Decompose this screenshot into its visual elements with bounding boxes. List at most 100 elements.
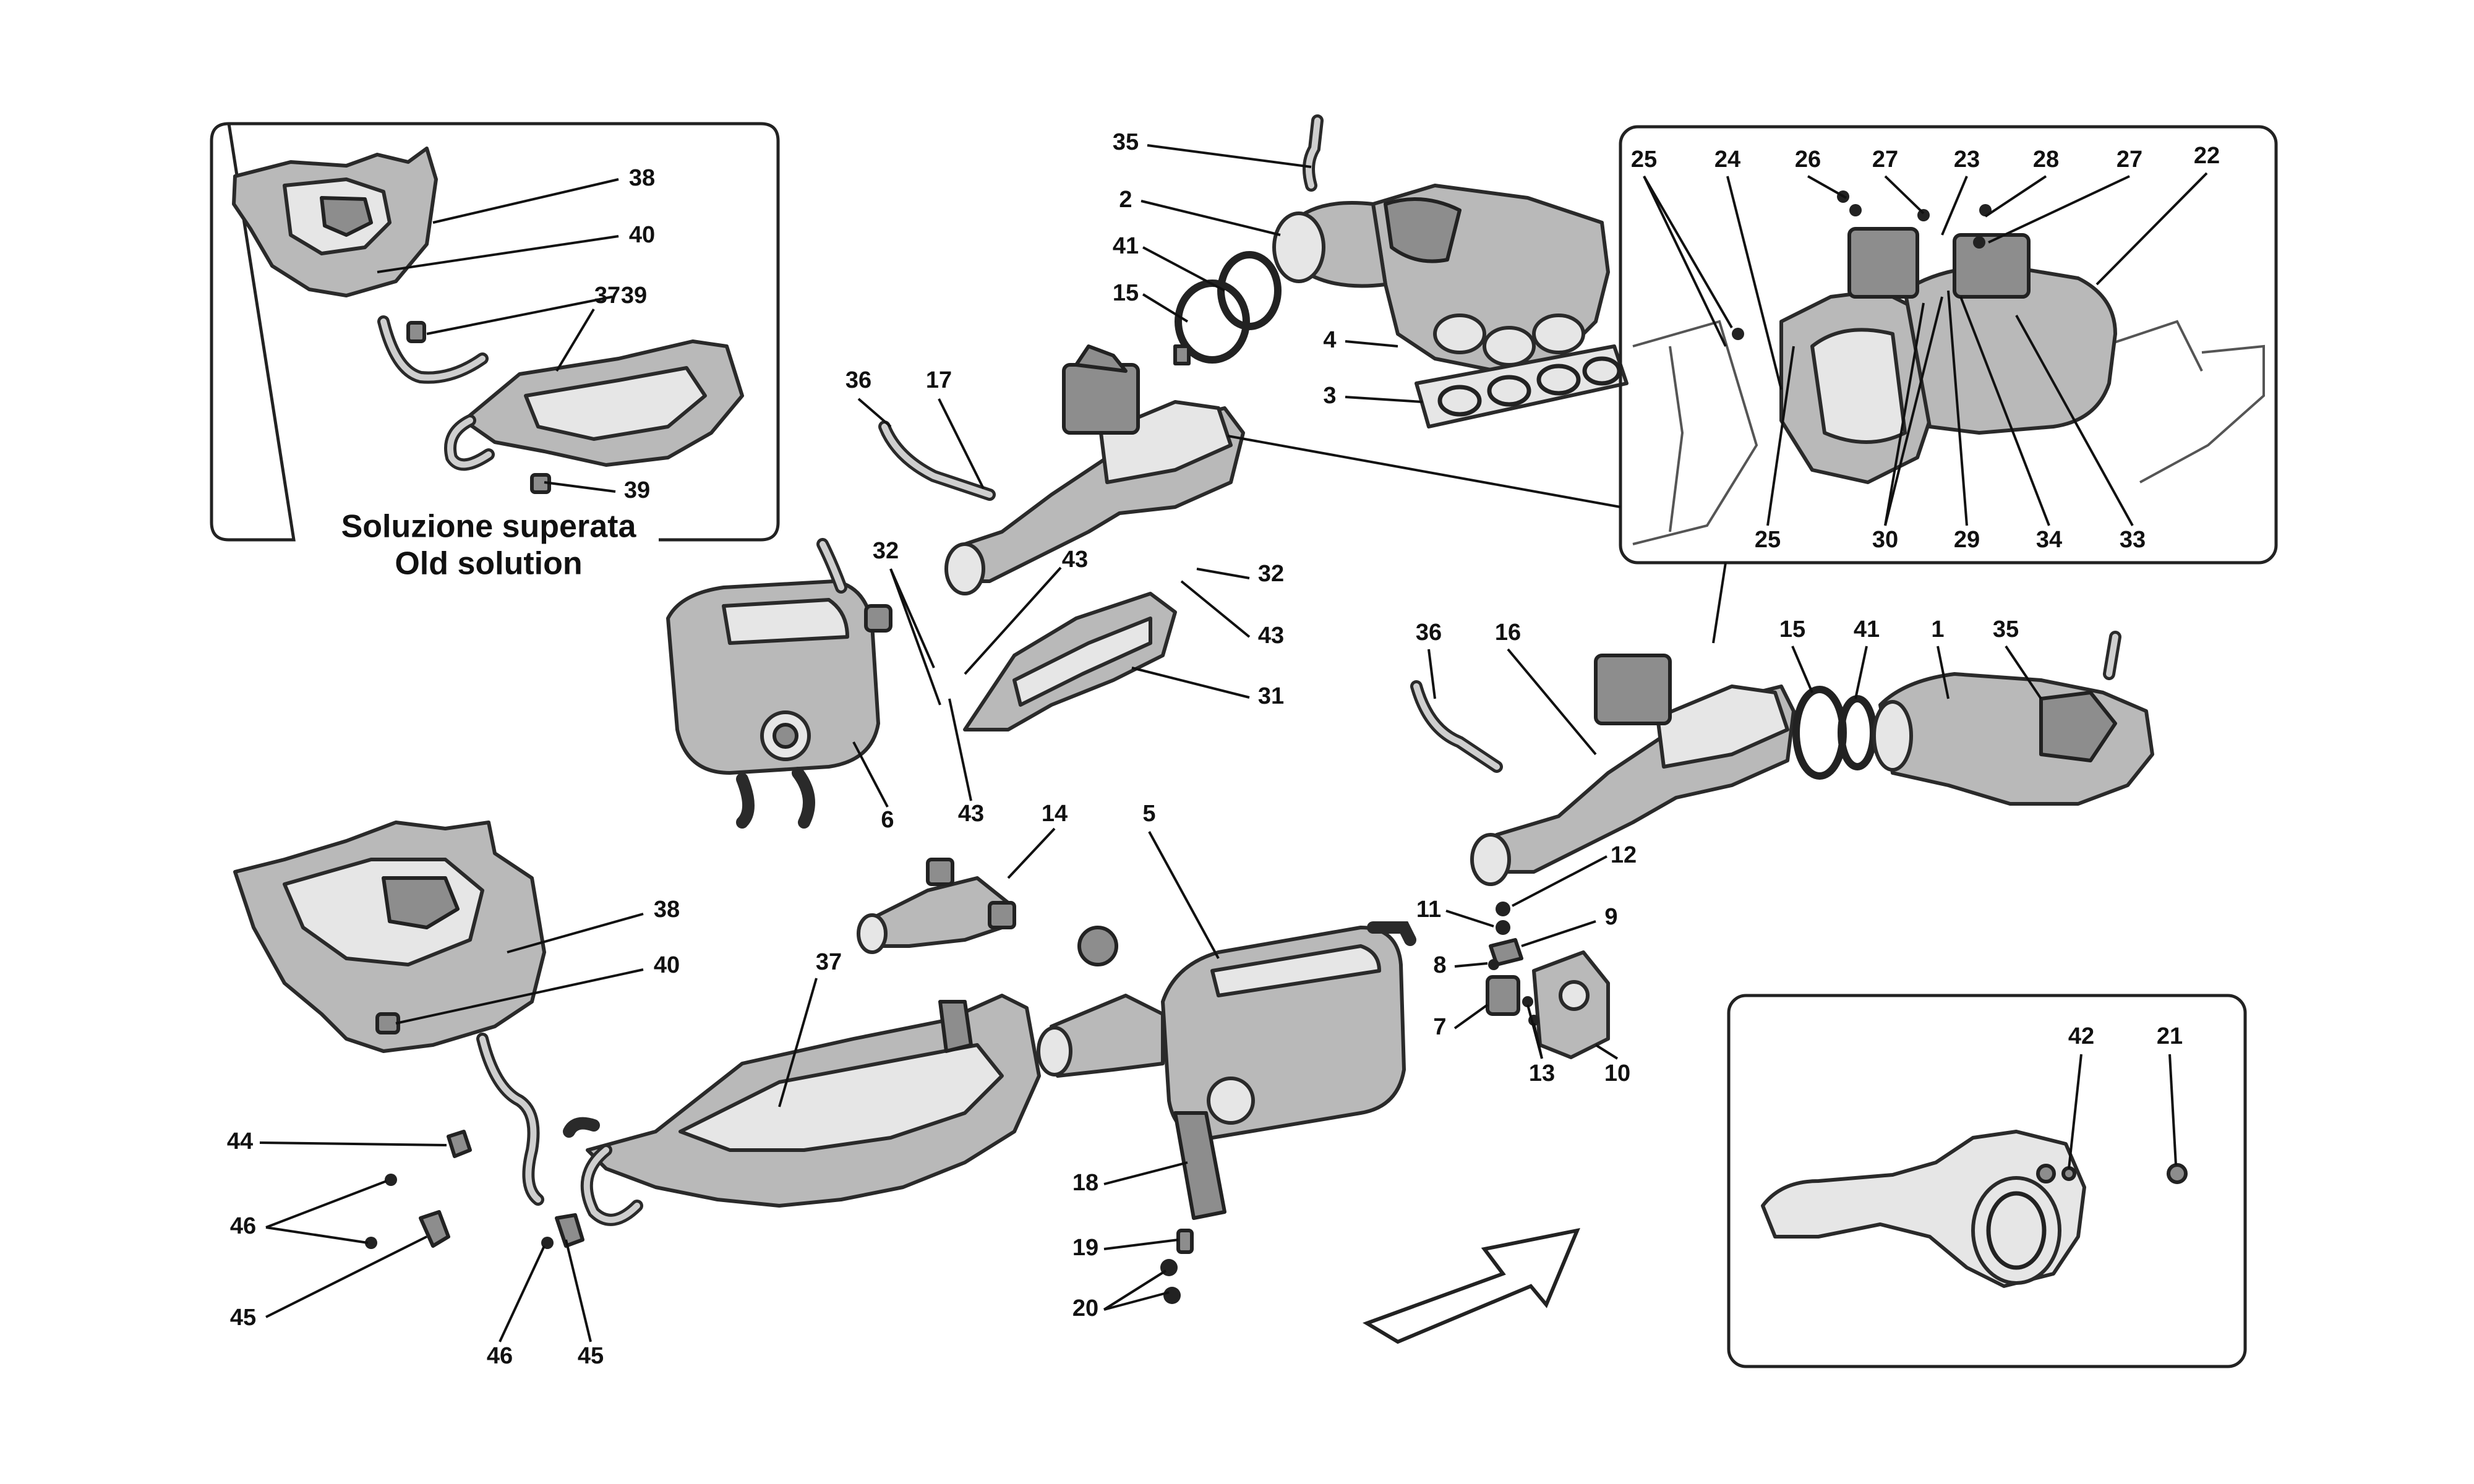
callout-27: 27: [1872, 147, 1898, 173]
callout-19: 19: [1072, 1235, 1098, 1261]
clamp-15-right: [1792, 686, 1847, 780]
silencer-5: [1037, 921, 1416, 1140]
callout-12: 12: [1611, 842, 1637, 868]
callout-32: 32: [1258, 561, 1284, 587]
callout-5: 5: [1142, 801, 1155, 827]
callout-37: 37: [594, 283, 620, 309]
silencer-6: [666, 538, 892, 829]
callout-43: 43: [958, 801, 984, 827]
heat-shield-31: [963, 592, 1177, 731]
mounting-detail-inset: [1619, 125, 2278, 565]
callout-38: 38: [629, 165, 655, 191]
mounting-detail-frame: [1619, 125, 2278, 565]
callout-26: 26: [1795, 147, 1821, 173]
callout-4: 4: [1323, 327, 1336, 353]
old-heat-shield-38: [232, 147, 438, 297]
callout-28: 28: [2033, 147, 2059, 173]
callout-23: 23: [1954, 147, 1980, 173]
catalytic-converter-17: [944, 344, 1245, 595]
callout-30: 30: [1872, 527, 1898, 553]
callout-40: 40: [654, 952, 680, 978]
callout-25: 25: [1631, 147, 1657, 173]
bracket-10: [1532, 950, 1610, 1059]
bracket-18: [1173, 1111, 1226, 1220]
callout-35: 35: [1993, 616, 2019, 642]
washer-12: [1496, 902, 1510, 916]
callout-14: 14: [1042, 801, 1068, 827]
callout-15: 15: [1113, 280, 1139, 306]
old-solution-caption-en: Old solution: [395, 546, 582, 582]
callout-44: 44: [227, 1128, 253, 1154]
stud-detail-frame: [1727, 994, 2247, 1368]
cable-40: [476, 1033, 600, 1206]
callout-6: 6: [881, 807, 894, 833]
callout-1: 1: [1931, 616, 1944, 642]
callout-45: 45: [230, 1305, 256, 1331]
callout-27: 27: [2117, 147, 2142, 173]
exhaust-manifold-4: [1371, 184, 1610, 373]
callout-8: 8: [1433, 952, 1446, 978]
callout-16: 16: [1495, 620, 1521, 646]
screws-46-left: [365, 1174, 397, 1249]
lambda-sensor-36-right: [1410, 680, 1503, 773]
callout-13: 13: [1529, 1060, 1555, 1086]
lambda-sensor-35-top: [1303, 114, 1324, 192]
clip-45-right: [555, 1213, 584, 1248]
manifold-1: [1872, 631, 2154, 806]
callout-17: 17: [926, 367, 952, 393]
callout-9: 9: [1604, 904, 1617, 930]
old-solution-caption-it: Soluzione superata: [341, 509, 637, 545]
callout-40: 40: [629, 222, 655, 248]
old-clip-39a: [406, 321, 426, 343]
tailpipe-14: [857, 858, 1016, 954]
callout-41: 41: [1854, 616, 1880, 642]
callout-45: 45: [578, 1343, 604, 1369]
callout-36: 36: [845, 367, 871, 393]
callout-34: 34: [2036, 527, 2062, 553]
direction-arrow: [1363, 1227, 1580, 1344]
stud-detail-inset: [1727, 994, 2247, 1368]
callout-43: 43: [1258, 623, 1284, 649]
manifold-gasket-3: [1415, 344, 1629, 429]
manifold-outlet-2: [1272, 201, 1387, 288]
leader-lines: [259, 144, 2208, 1342]
callout-29: 29: [1954, 527, 1980, 553]
callout-25: 25: [1755, 527, 1781, 553]
callout-43: 43: [1062, 547, 1088, 573]
inset-pointer-left-cat: [1227, 435, 1621, 508]
old-cable-40: [377, 315, 489, 384]
callout-35: 35: [1113, 129, 1139, 155]
callout-11: 11: [1416, 897, 1441, 923]
screw-8: [1488, 959, 1499, 970]
old-solution-inset: Soluzione superata Old solution: [210, 122, 780, 582]
clip-44: [447, 1130, 472, 1158]
clip-45-left: [419, 1210, 450, 1248]
callout-46: 46: [230, 1213, 256, 1239]
callout-36: 36: [1416, 620, 1442, 646]
callout-39: 39: [621, 283, 647, 309]
callout-38: 38: [654, 897, 680, 923]
bush-7: [1486, 975, 1520, 1016]
callout-22: 22: [2194, 143, 2220, 169]
callout-41: 41: [1113, 233, 1139, 259]
old-solution-frame: [210, 122, 780, 542]
callout-32: 32: [873, 538, 899, 564]
callout-42: 42: [2068, 1023, 2094, 1049]
callout-10: 10: [1604, 1060, 1630, 1086]
lambda-sensor-36-left: [878, 420, 996, 501]
callout-33: 33: [2120, 527, 2146, 553]
heat-shield-37: [580, 994, 1041, 1226]
washer-11: [1496, 920, 1510, 935]
callout-15: 15: [1779, 616, 1805, 642]
plate-9: [1489, 938, 1523, 966]
callout-21: 21: [2157, 1023, 2183, 1049]
heat-shield-38: [233, 821, 546, 1053]
callout-18: 18: [1072, 1170, 1098, 1196]
inset-pointer-right-cat: [1712, 562, 1727, 644]
callout-46: 46: [487, 1343, 513, 1369]
callout-31: 31: [1258, 683, 1284, 709]
bush-19: [1176, 1229, 1194, 1254]
